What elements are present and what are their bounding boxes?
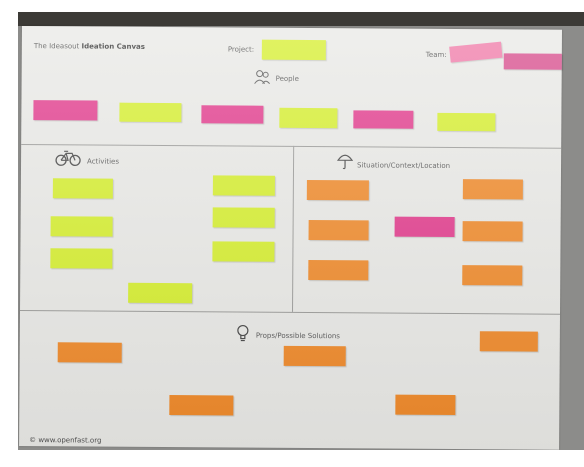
activity-note [52,178,113,199]
team-sticky-note-2 [503,53,562,70]
divider-vertical [292,145,295,312]
situation-note [462,265,523,286]
people-note [33,100,98,121]
project-label: Project: [227,45,255,54]
situation-note [308,220,369,241]
people-note [119,102,182,123]
canvas-title-prefix: The Ideasout [33,42,80,51]
section-title-props: Props/Possible Solutions [255,331,341,341]
section-title-situation: Situation/Context/Location [357,161,451,170]
activity-note [212,241,275,262]
umbrella-icon [336,152,354,174]
activity-note [128,282,193,304]
activity-note [212,175,275,196]
situation-note [308,260,369,281]
situation-note [462,221,523,242]
situation-note [394,216,455,238]
team-sticky-note [449,41,503,63]
lightbulb-icon [236,324,250,346]
props-note [57,342,122,363]
people-note [437,112,496,132]
project-sticky-note [261,39,326,61]
photo-background-edge [18,12,584,26]
people-icon [254,68,272,90]
situation-note [306,179,369,201]
situation-note [462,179,523,200]
people-note [353,110,414,129]
canvas-footer: © www.openfast.org [29,436,102,445]
people-note [201,105,264,124]
props-note [479,331,538,352]
canvas-title-strong: Ideation Canvas [81,42,145,51]
props-note [169,395,234,416]
activity-note [212,207,275,228]
section-title-activities: Activities [87,157,120,166]
team-label: Team: [425,50,447,59]
ideation-canvas-sheet: The Ideasout Ideation Canvas Project: Te… [19,26,562,450]
props-note [395,394,456,416]
activity-note [50,216,113,237]
photo: The Ideasout Ideation Canvas Project: Te… [18,12,584,450]
divider-horizontal-top [21,143,562,149]
bicycle-icon [55,150,81,170]
section-title-people: People [275,74,299,83]
people-note [279,107,338,129]
divider-horizontal-bottom [20,309,561,315]
canvas-title: The Ideasout Ideation Canvas [34,42,145,51]
activity-note [50,248,113,269]
props-note [283,345,346,367]
